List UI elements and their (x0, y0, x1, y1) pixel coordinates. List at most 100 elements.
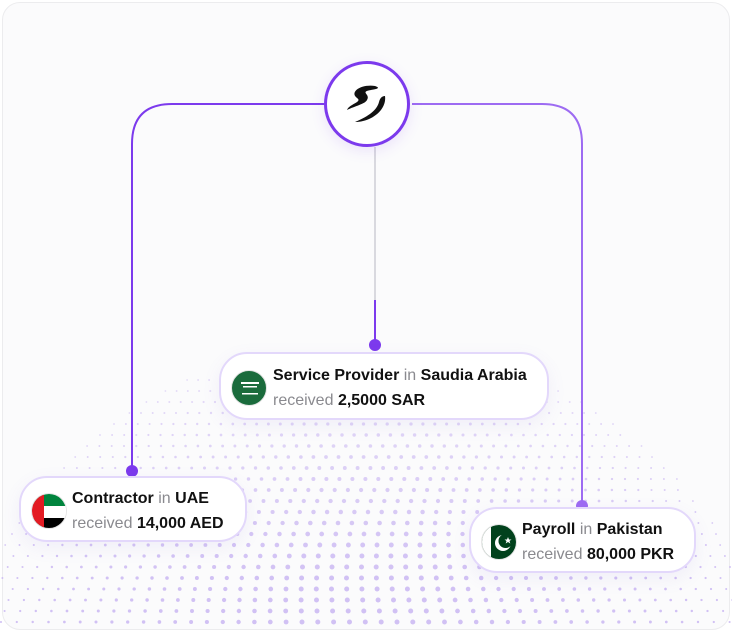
globe-dot (316, 433, 320, 437)
globe-dot (505, 619, 511, 625)
globe-dot (719, 544, 722, 546)
globe-dot (728, 620, 731, 624)
recipient-role: Service Provider (273, 367, 400, 384)
globe-dot (128, 412, 131, 414)
globe-dot (233, 444, 237, 448)
recipient-heading-saudi: Service Provider in Saudia Arabia (273, 367, 527, 385)
globe-dot (140, 412, 142, 414)
recipient-card-saudi[interactable]: Service Provider in Saudia Arabia receiv… (219, 352, 549, 420)
globe-dot (299, 575, 305, 581)
globe-dot (168, 401, 171, 403)
globe-dot (293, 487, 298, 493)
globe-dot (363, 476, 368, 482)
globe-dot (221, 411, 224, 415)
globe-dot (75, 467, 78, 469)
globe-dot (252, 520, 257, 526)
globe-dot (493, 575, 499, 581)
globe-dot (112, 609, 116, 613)
globe-dot (328, 498, 333, 504)
globe-dot (649, 477, 652, 481)
globe-dot (136, 455, 140, 459)
globe-dot (676, 489, 679, 491)
globe-dot (89, 543, 93, 547)
globe-dot (306, 487, 311, 493)
globe-dot (248, 499, 252, 503)
globe-dot (442, 619, 447, 625)
globe-dot (432, 553, 437, 559)
globe-dot (252, 597, 258, 603)
globe-dot (223, 586, 228, 592)
globe-dot (599, 576, 603, 580)
globe-dot (421, 597, 427, 603)
globe-dot (478, 488, 482, 492)
globe-dot (509, 575, 514, 581)
globe-dot (584, 488, 587, 492)
globe-dot (228, 466, 232, 470)
globe-dot (143, 609, 147, 613)
recipient-card-pakistan[interactable]: Payroll in Pakistan received 80,000 PKR (469, 507, 696, 573)
globe-dot (389, 531, 395, 537)
globe-dot (704, 543, 707, 547)
uae-flag-icon (31, 493, 67, 529)
globe-dot (623, 477, 627, 481)
globe-dot (561, 598, 565, 602)
saudi-arabia-flag-icon (231, 370, 267, 406)
globe-dot (344, 597, 350, 603)
globe-dot (404, 586, 410, 592)
globe-dot (317, 542, 323, 548)
globe-dot (159, 444, 163, 448)
globe-dot (124, 455, 127, 459)
globe-dot (15, 620, 18, 624)
globe-dot (94, 565, 98, 569)
globe-dot (700, 533, 703, 535)
globe-dot (19, 609, 22, 613)
globe-dot (301, 498, 306, 504)
globe-dot (411, 455, 416, 459)
globe-dot (662, 467, 665, 469)
globe-dot (65, 609, 69, 613)
globe-dot (597, 488, 600, 492)
globe-dot (530, 499, 534, 503)
globe-dot (214, 553, 219, 559)
globe-dot (584, 576, 588, 580)
globe-dot (493, 477, 497, 481)
globe-dot (446, 542, 451, 548)
globe-dot (349, 455, 353, 459)
globe-dot (663, 489, 666, 491)
globe-dot (286, 455, 291, 459)
globe-dot (156, 401, 159, 403)
globe-dot (205, 608, 210, 614)
globe-dot (516, 499, 521, 503)
globe-dot (540, 422, 543, 426)
globe-dot (560, 466, 564, 470)
recipient-card-uae[interactable]: Contractor in UAE received 14,000 AED (19, 476, 247, 542)
globe-dot (557, 499, 561, 503)
globe-dot (274, 499, 279, 503)
globe-dot (454, 477, 459, 481)
globe-dot (152, 466, 155, 470)
globe-dot (189, 620, 194, 624)
globe-dot (280, 520, 285, 526)
globe-dot (259, 477, 264, 481)
globe-dot (504, 444, 508, 448)
recipient-in: in (403, 367, 417, 384)
globe-dot (492, 444, 496, 448)
globe-dot (662, 478, 665, 480)
globe-dot (435, 498, 441, 504)
globe-dot (474, 455, 479, 459)
globe-dot (75, 576, 79, 580)
globe-dot (26, 587, 30, 591)
connector-node-saudi (369, 339, 381, 351)
globe-dot (689, 576, 692, 580)
globe-dot (449, 498, 454, 504)
globe-dot (179, 400, 182, 404)
globe-dot (308, 520, 313, 526)
globe-dot (200, 554, 205, 558)
globe-dot (315, 498, 320, 504)
globe-dot (208, 586, 213, 592)
globe-dot (21, 565, 24, 569)
globe-dot (326, 422, 330, 426)
globe-dot (288, 542, 294, 548)
globe-dot (388, 553, 394, 559)
globe-dot (207, 422, 211, 426)
